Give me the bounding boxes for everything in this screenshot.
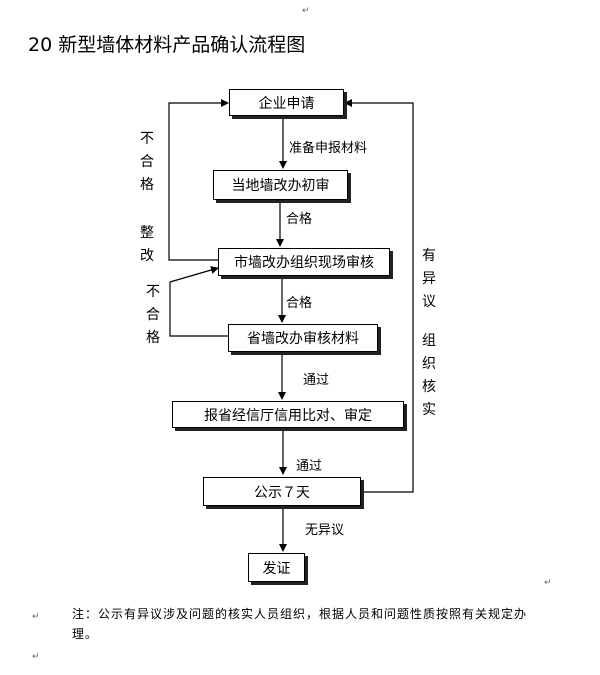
arrow-province-fail-back xyxy=(169,282,228,337)
label-through-1: 通过 xyxy=(303,373,330,388)
label-verify: 组织核实 xyxy=(422,333,436,418)
paragraph-mark: ↵ xyxy=(32,652,40,662)
node-report-credit-check: 报省经信厅信用比对、审定 xyxy=(172,401,404,428)
node-enterprise-apply: 企业申请 xyxy=(229,89,344,116)
label-pass-1: 合格 xyxy=(286,212,313,227)
node-publicity-7-days: 公示７天 xyxy=(203,477,361,506)
label-pass-2: 合格 xyxy=(286,296,313,311)
node-city-onsite-review: 市墙改办组织现场审核 xyxy=(218,248,390,276)
page-title: 20 新型墙体材料产品确认流程图 xyxy=(28,34,306,56)
label-objection: 有异议 xyxy=(422,248,436,310)
node-issue-certificate: 发证 xyxy=(248,553,305,582)
label-through-2: 通过 xyxy=(296,459,323,474)
label-fail-2: 不合格 xyxy=(146,284,160,346)
paragraph-mark: ↵ xyxy=(302,6,310,16)
paragraph-mark: ↵ xyxy=(32,612,40,622)
paragraph-mark: ↵ xyxy=(544,578,552,588)
node-province-material-review: 省墙改办审核材料 xyxy=(228,324,378,352)
label-no-objection: 无异议 xyxy=(305,523,345,538)
arrow-objection-back xyxy=(344,99,414,493)
label-rectify: 整改 xyxy=(140,225,154,264)
footnote: 注：公示有异议涉及问题的核实人员组织，根据人员和问题性质按照有关规定办理。 xyxy=(72,607,528,641)
node-local-initial-review: 当地墙改办初审 xyxy=(213,170,348,200)
label-fail-rectify-1: 不合格 xyxy=(140,131,154,193)
arrow-city-fail-back xyxy=(168,99,229,261)
label-prepare-materials: 准备申报材料 xyxy=(289,141,368,156)
